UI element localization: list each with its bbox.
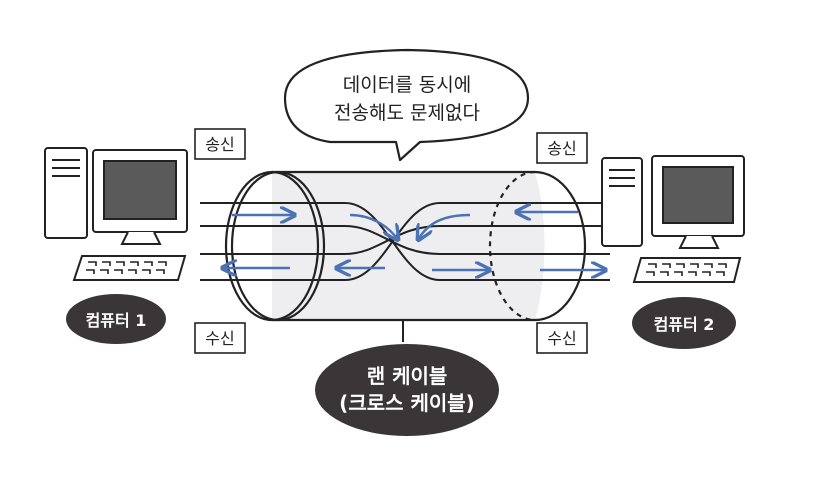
computer-2-badge: 컴퓨터 2 [632, 297, 736, 349]
label-left-send: 송신 [194, 128, 246, 160]
cable-label-badge: 랜 케이블 (크로스 케이블) [315, 344, 499, 436]
speech-bubble-line1: 데이터를 동시에 [343, 74, 471, 96]
computer-1-badge: 컴퓨터 1 [66, 294, 166, 344]
label-right-receive: 수신 [536, 322, 588, 354]
computer-1-label: 컴퓨터 1 [86, 311, 147, 330]
svg-text:수신: 수신 [205, 329, 234, 348]
speech-bubble: 데이터를 동시에 전송해도 문제없다 [283, 48, 530, 162]
arrow-cross-b [418, 213, 471, 240]
computer-1-tower [44, 147, 88, 239]
speech-bubble-line2: 전송해도 문제없다 [334, 102, 480, 124]
label-left-receive: 수신 [194, 322, 246, 354]
arrow-cross-a [349, 213, 398, 240]
computer-1-keyboard [72, 255, 187, 281]
cable-label-line2: (크로스 케이블) [339, 391, 475, 415]
svg-text:송신: 송신 [547, 139, 576, 158]
computer-2-keyboard [632, 257, 742, 283]
computer-1 [44, 147, 188, 281]
cable-hidden-edge [488, 170, 536, 322]
computer-1-screen [103, 160, 177, 220]
label-right-send: 송신 [536, 132, 588, 164]
cable-front-ring [224, 170, 326, 322]
signal-arrows [222, 212, 606, 270]
lan-cable-tube [272, 170, 587, 342]
svg-text:송신: 송신 [205, 135, 234, 154]
cable-label-line1: 랜 케이블 [367, 364, 448, 388]
computer-2-screen [662, 166, 734, 224]
computer-2 [601, 155, 745, 283]
svg-text:수신: 수신 [547, 329, 576, 348]
computer-2-tower [601, 157, 643, 247]
computer-2-label: 컴퓨터 2 [654, 315, 715, 334]
